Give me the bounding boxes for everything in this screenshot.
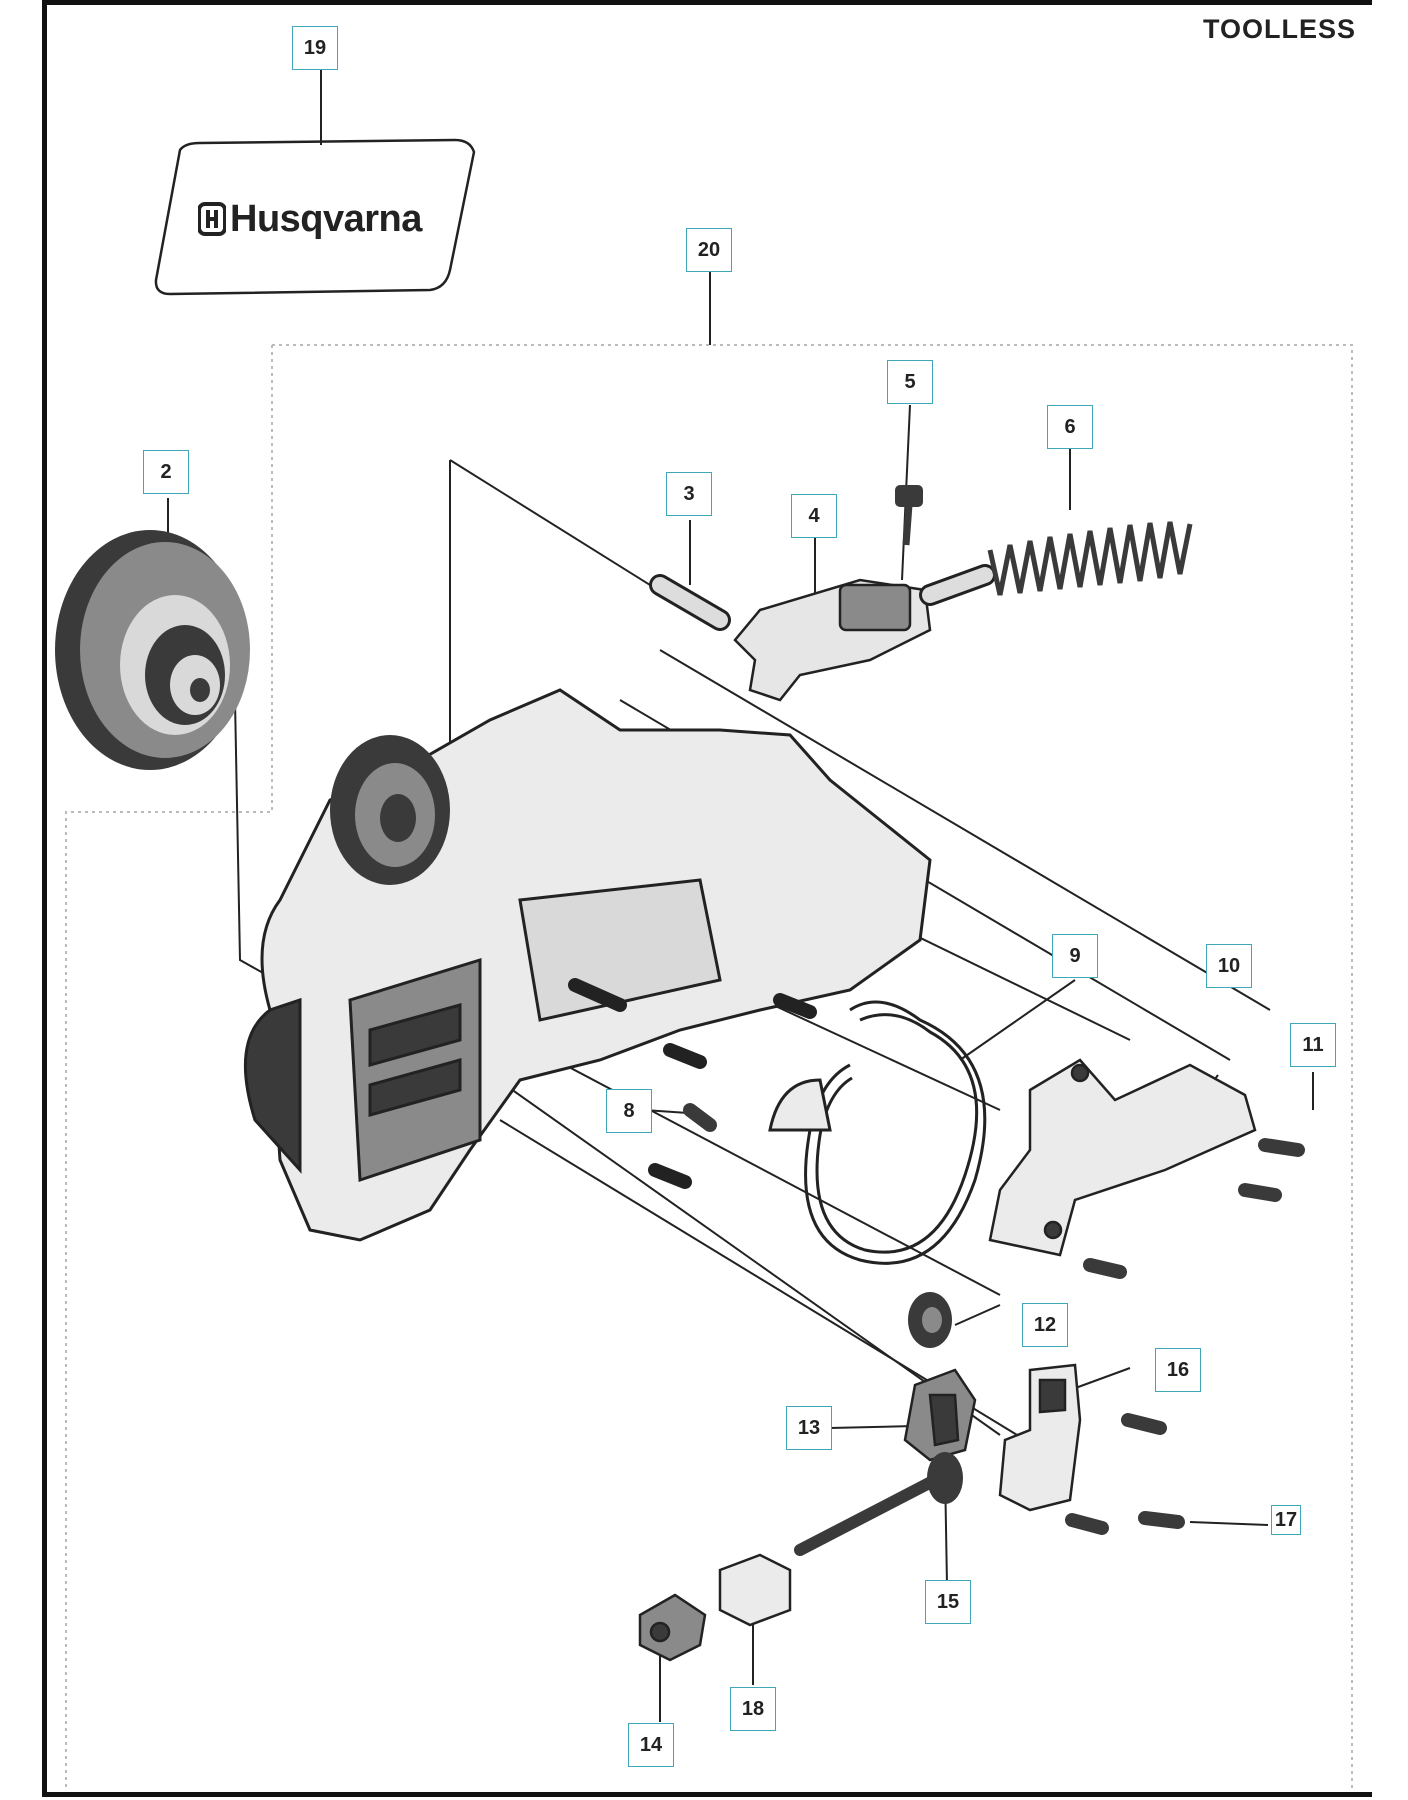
callout-8[interactable]: 8 [606,1089,652,1133]
decal-brand-text: Husqvarna [230,198,422,240]
small-pins [568,978,817,1189]
part-3-pin [649,574,731,631]
part-15-adjuster [794,1452,963,1556]
part-18-nut [718,1553,792,1627]
part-14-slider [638,1593,707,1662]
part-5-screw [895,485,923,546]
callout-11[interactable]: 11 [1290,1023,1336,1067]
part-6-spring [919,521,1193,606]
decal-outline [154,138,476,296]
sprocket-wheel [330,735,450,885]
part-13-housing [903,1368,977,1462]
callout-3[interactable]: 3 [666,472,712,516]
callout-13[interactable]: 13 [786,1406,832,1450]
callout-9[interactable]: 9 [1052,934,1098,978]
callout-20[interactable]: 20 [686,228,732,272]
callout-16[interactable]: 16 [1155,1348,1201,1392]
callout-6[interactable]: 6 [1047,405,1093,449]
part-4-lever [733,578,932,702]
callout-15[interactable]: 15 [925,1580,971,1624]
callout-18[interactable]: 18 [730,1687,776,1731]
callout-14[interactable]: 14 [628,1723,674,1767]
diagram-heading: TOOLLESS [1202,14,1356,44]
callout-2[interactable]: 2 [143,450,189,494]
callout-19[interactable]: 19 [292,26,338,70]
kit-boundary [65,344,1353,1790]
part-9-brake-band [768,1000,987,1265]
callout-17[interactable]: 17 [1271,1505,1301,1535]
callout-12[interactable]: 12 [1022,1303,1068,1347]
callout-4[interactable]: 4 [791,494,837,538]
part-8-pin [683,1103,717,1132]
part-11-screws [1065,1138,1305,1535]
callout-10[interactable]: 10 [1206,944,1252,988]
part-16-block [998,1363,1082,1512]
part-10-bracket [988,1058,1257,1257]
part-2-clutch [55,530,250,770]
husqvarna-logo-icon [198,202,226,236]
diagram-frame [42,0,1372,1797]
part-12-gear [908,1292,952,1348]
callout-5[interactable]: 5 [887,360,933,404]
